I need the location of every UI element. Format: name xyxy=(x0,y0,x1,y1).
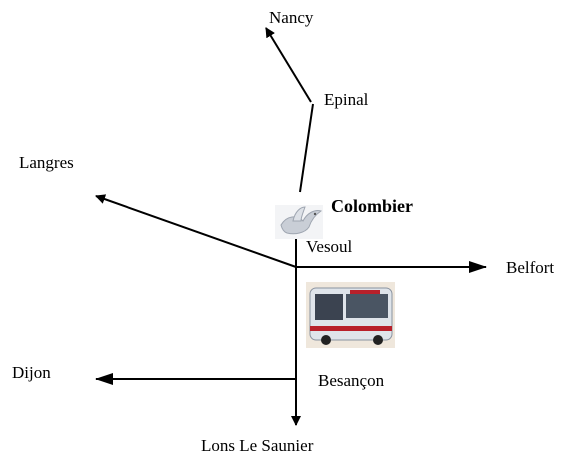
city-belfort: Belfort xyxy=(506,258,555,277)
dove-icon xyxy=(275,205,323,239)
city-lons-le-saunier: Lons Le Saunier xyxy=(201,436,314,455)
road-to-epinal xyxy=(299,103,314,193)
city-langres: Langres xyxy=(19,153,74,172)
city-dijon: Dijon xyxy=(12,363,51,382)
road-to-langres xyxy=(95,194,297,268)
city-besancon: Besançon xyxy=(318,371,385,390)
road-to-nancy xyxy=(265,27,312,103)
city-colombier: Colombier xyxy=(331,196,413,216)
city-vesoul: Vesoul xyxy=(306,237,353,256)
city-nancy: Nancy xyxy=(269,8,314,27)
city-epinal: Epinal xyxy=(324,90,369,109)
bus-icon xyxy=(306,282,395,348)
